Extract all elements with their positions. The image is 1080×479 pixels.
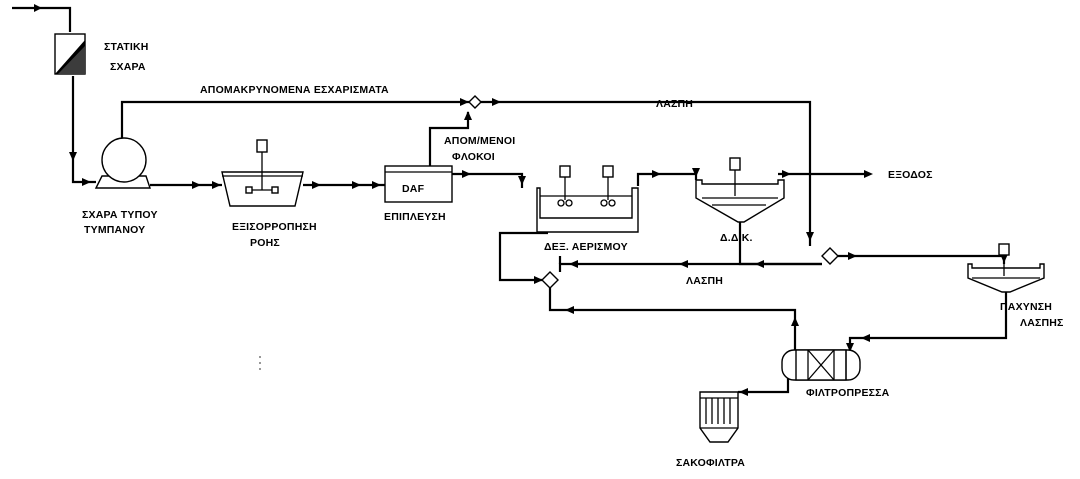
arrow-to-settling-1	[652, 170, 661, 178]
arrow-from-eq-2	[352, 181, 361, 189]
arrow-sludge-top	[492, 98, 501, 106]
equalization-label-1: ΕΞΙΣΟΡΡΟΠΗΣΗ	[232, 221, 317, 233]
arrow-to-exit-2	[864, 170, 873, 178]
arrow-return-1	[755, 260, 764, 268]
arrow-to-exit-1	[782, 170, 791, 178]
separated-flocs-label-2: ΦΛΟΚΟΙ	[452, 151, 495, 163]
arrow-return-3	[569, 260, 578, 268]
bag-filters	[699, 391, 739, 443]
thickening-label-1: ΠΑΧΥΝΣΗ	[1000, 301, 1052, 313]
drum-screen-label-1: ΣΧΑΡΑ ΤΥΠΟΥ	[82, 209, 158, 221]
flow-arrows	[34, 4, 1008, 396]
equalization-tank	[221, 139, 304, 207]
aeration-tank	[536, 165, 639, 233]
aeration-tank-label: ΔΕΞ. ΑΕΡΙΣΜΟΥ	[544, 241, 628, 253]
static-screen-label-1: ΣΤΑΤΙΚΗ	[104, 41, 149, 53]
daf-unit: DAF	[384, 165, 453, 203]
arrow-screenings-1	[460, 98, 469, 106]
sludge-thickener	[967, 243, 1045, 293]
aeration-loop-line	[498, 231, 548, 282]
secondary-settling-tank	[695, 157, 785, 223]
thickening-label-2: ΛΑΣΠΗΣ	[1020, 317, 1064, 329]
inlet-line	[12, 6, 72, 32]
drum-screen-label-2: ΤΥΜΠΑΝΟΥ	[84, 224, 145, 236]
junction-return	[541, 271, 559, 289]
arrow-to-eq-1	[192, 181, 201, 189]
static-screen-label-2: ΣΧΑΡΑ	[110, 61, 146, 73]
drum-screen	[94, 137, 151, 189]
arrow-inlet	[34, 4, 42, 12]
equalization-label-2: ΡΟΗΣ	[250, 237, 280, 249]
arrow-to-press	[846, 343, 854, 352]
arrow-to-eq-2	[212, 181, 221, 189]
arrow-to-aeration	[518, 176, 526, 185]
arrow-to-thickener-1	[848, 252, 857, 260]
press-to-bagfilter-line	[738, 372, 790, 394]
secondary-settling-label: Δ.Δ.Κ.	[720, 232, 753, 244]
junction-screenings	[468, 95, 482, 109]
flow-lines	[12, 6, 1008, 394]
arrow-flocs-up	[464, 111, 472, 120]
arrow-down-to-drum	[69, 152, 77, 161]
arrow-loop	[534, 276, 543, 284]
exit-label: ΕΞΟΔΟΣ	[888, 169, 933, 181]
junction-sludge	[821, 247, 839, 265]
separated-flocs-label-1: ΑΠΟΜ/ΜΕΝΟΙ	[444, 135, 515, 147]
junctions	[468, 95, 839, 289]
arrow-press-up	[791, 317, 799, 326]
thickener-to-press-line	[848, 292, 1008, 350]
daf-label: DAF	[402, 183, 425, 195]
sludge-middle-label: ΛΑΣΠΗ	[686, 275, 723, 287]
arrow-to-settling-2	[692, 168, 700, 177]
sludge-top-label: ΛΑΣΠΗ	[656, 98, 693, 110]
static-screen	[54, 33, 86, 75]
arrow-filtrate-back	[565, 306, 574, 314]
labels: ΣΤΑΤΙΚΗ ΣΧΑΡΑ ΑΠΟΜΑΚΡΥΝΟΜΕΝΑ ΕΣΧΑΡΙΣΜΑΤΑ…	[82, 41, 1064, 469]
press-filtrate-line	[548, 288, 797, 352]
bag-filters-label: ΣΑΚΟΦΙΛΤΡΑ	[676, 457, 745, 469]
aeration-to-settling-line	[636, 172, 698, 186]
arrow-to-drum	[82, 178, 91, 186]
screen-to-drum-line	[71, 76, 96, 184]
sludge-top-line	[480, 100, 812, 246]
removed-screenings-line	[120, 100, 470, 140]
arrow-from-daf	[462, 170, 471, 178]
arrow-sludge-down	[806, 232, 814, 241]
flotation-label: ΕΠΙΠΛΕΥΣΗ	[384, 211, 446, 223]
arrow-thickener-down	[861, 334, 870, 342]
return-sludge-line	[558, 262, 822, 272]
filter-press-label: ΦΙΛΤΡΟΠΡΕΣΣΑ	[806, 387, 890, 399]
filter-press	[781, 349, 861, 381]
arrow-return-2	[679, 260, 688, 268]
junction-to-thickener-line	[838, 254, 1006, 264]
arrow-from-eq-1	[312, 181, 321, 189]
removed-screenings-label: ΑΠΟΜΑΚΡΥΝΟΜΕΝΑ ΕΣΧΑΡΙΣΜΑΤΑ	[200, 84, 389, 96]
arrow-to-bagfilter	[739, 388, 748, 396]
arrow-to-daf	[372, 181, 381, 189]
